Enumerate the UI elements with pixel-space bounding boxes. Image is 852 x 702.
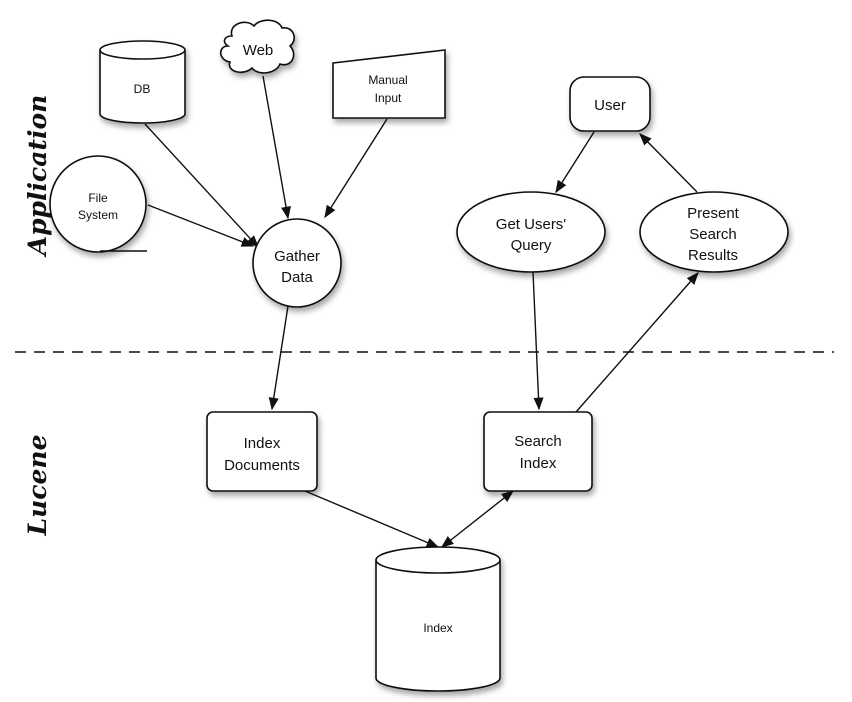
node-search-index: Search Index [483,411,593,492]
node-get-users-query-label-1: Get Users' [496,216,567,233]
edge-getquery-searchindex [532,271,544,411]
node-index-documents: Index Documents [206,411,318,492]
node-search-index-label-2: Index [520,455,557,472]
node-present-search-results: Present Search Results [639,191,789,273]
node-user-label: User [594,97,626,114]
node-web-label: Web [243,42,274,59]
node-user: User [569,76,651,132]
node-manual-input-label-2: Input [375,91,402,105]
edge-web-gather [262,75,291,220]
node-db-label: DB [134,82,151,96]
edge-db-gather [144,123,259,248]
node-present-label-3: Results [688,247,738,264]
node-present-label-2: Search [689,226,737,243]
edges [144,75,699,548]
node-gather-data-label-1: Gather [274,248,320,265]
edge-filesystem-gather [147,204,255,247]
node-get-users-query-label-2: Query [511,237,552,254]
node-file-system-label-2: System [78,208,118,222]
node-index: Index [375,546,501,692]
section-label-application: Application [23,95,52,258]
node-get-users-query: Get Users' Query [456,191,606,273]
node-web: Web [219,19,295,74]
edge-gather-indexdocs [268,305,289,411]
node-index-label: Index [423,621,452,635]
node-manual-input-label-1: Manual [368,73,407,87]
edge-searchindex-present [575,272,699,413]
edge-index-searchindex [441,490,514,548]
node-file-system-label-1: File [88,191,108,205]
node-index-documents-label-1: Index [244,435,281,452]
node-present-label-1: Present [687,205,740,222]
edge-indexdocs-index [304,490,440,548]
node-gather-data: Gather Data [252,218,342,308]
edge-user-getquery [555,131,595,194]
node-index-documents-label-2: Documents [224,457,300,474]
node-gather-data-label-2: Data [281,269,313,286]
edge-present-user [639,133,698,193]
section-label-lucene: Lucene [23,435,52,537]
edge-manual-gather [324,118,388,219]
node-db: DB [99,40,186,124]
node-search-index-label-1: Search [514,433,562,450]
node-manual-input: Manual Input [332,49,446,119]
node-file-system: File System [49,155,147,253]
